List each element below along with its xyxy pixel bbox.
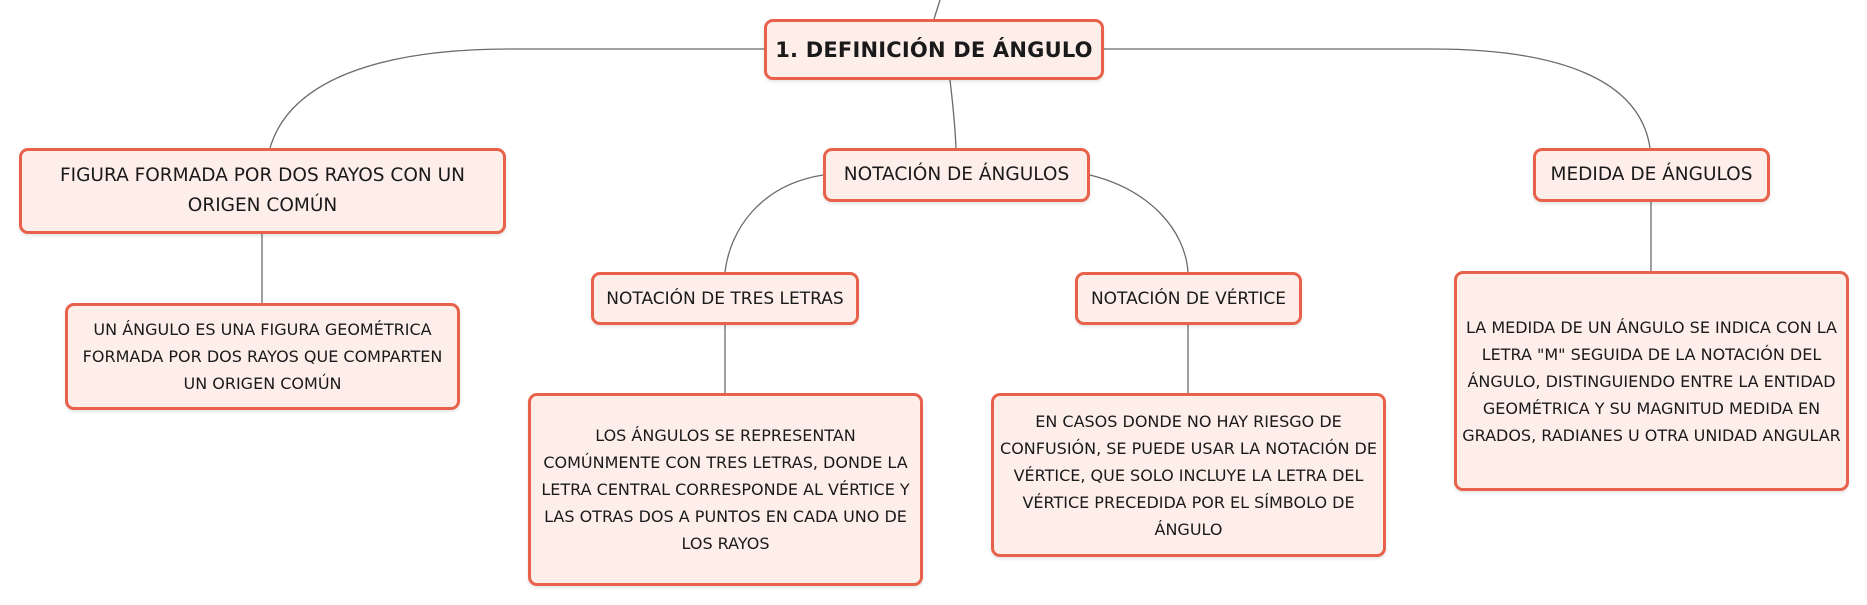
topic-figura-detail[interactable]: UN ÁNGULO ES UNA FIGURA GEOMÉTRICA FORMA…	[65, 303, 460, 410]
topic-medida[interactable]: MEDIDA DE ÁNGULOS	[1533, 148, 1770, 202]
topic-tres-letras-label: NOTACIÓN DE TRES LETRAS	[606, 288, 844, 309]
topic-root[interactable]: 1. DEFINICIÓN DE ÁNGULO	[764, 19, 1104, 80]
topic-medida-label: MEDIDA DE ÁNGULOS	[1550, 164, 1753, 185]
topic-figura-detail-text: UN ÁNGULO ES UNA FIGURA GEOMÉTRICA FORMA…	[82, 320, 443, 393]
connector-notacion-tres	[724, 174, 824, 273]
topic-vertice[interactable]: NOTACIÓN DE VÉRTICE	[1075, 272, 1302, 325]
connector-notacion-vertice	[1089, 174, 1189, 273]
topic-notacion[interactable]: NOTACIÓN DE ÁNGULOS	[823, 148, 1090, 202]
connector-parent-root	[933, 0, 941, 20]
topic-root-label: 1. DEFINICIÓN DE ÁNGULO	[775, 37, 1093, 62]
topic-figura[interactable]: FIGURA FORMADA POR DOS RAYOS CON UN ORIG…	[19, 148, 506, 234]
topic-figura-label: FIGURA FORMADA POR DOS RAYOS CON UN ORIG…	[59, 165, 465, 216]
topic-vertice-detail-text: EN CASOS DONDE NO HAY RIESGO DE CONFUSIÓ…	[1000, 411, 1377, 539]
topic-medida-detail[interactable]: LA MEDIDA DE UN ÁNGULO SE INDICA CON LA …	[1454, 271, 1849, 491]
connector-root-notacion	[949, 79, 957, 149]
topic-tres-letras-detail-text: LOS ÁNGULOS SE REPRESENTAN COMÚNMENTE CO…	[541, 426, 910, 553]
topic-vertice-detail[interactable]: EN CASOS DONDE NO HAY RIESGO DE CONFUSIÓ…	[991, 393, 1386, 557]
topic-medida-detail-text: LA MEDIDA DE UN ÁNGULO SE INDICA CON LA …	[1462, 317, 1841, 445]
topic-tres-letras-detail[interactable]: LOS ÁNGULOS SE REPRESENTAN COMÚNMENTE CO…	[528, 393, 923, 586]
topic-tres-letras[interactable]: NOTACIÓN DE TRES LETRAS	[591, 272, 859, 325]
topic-notacion-label: NOTACIÓN DE ÁNGULOS	[843, 164, 1070, 185]
connector-root-medida	[1104, 48, 1651, 149]
connector-root-figura	[269, 48, 764, 149]
topic-vertice-label: NOTACIÓN DE VÉRTICE	[1090, 288, 1287, 309]
